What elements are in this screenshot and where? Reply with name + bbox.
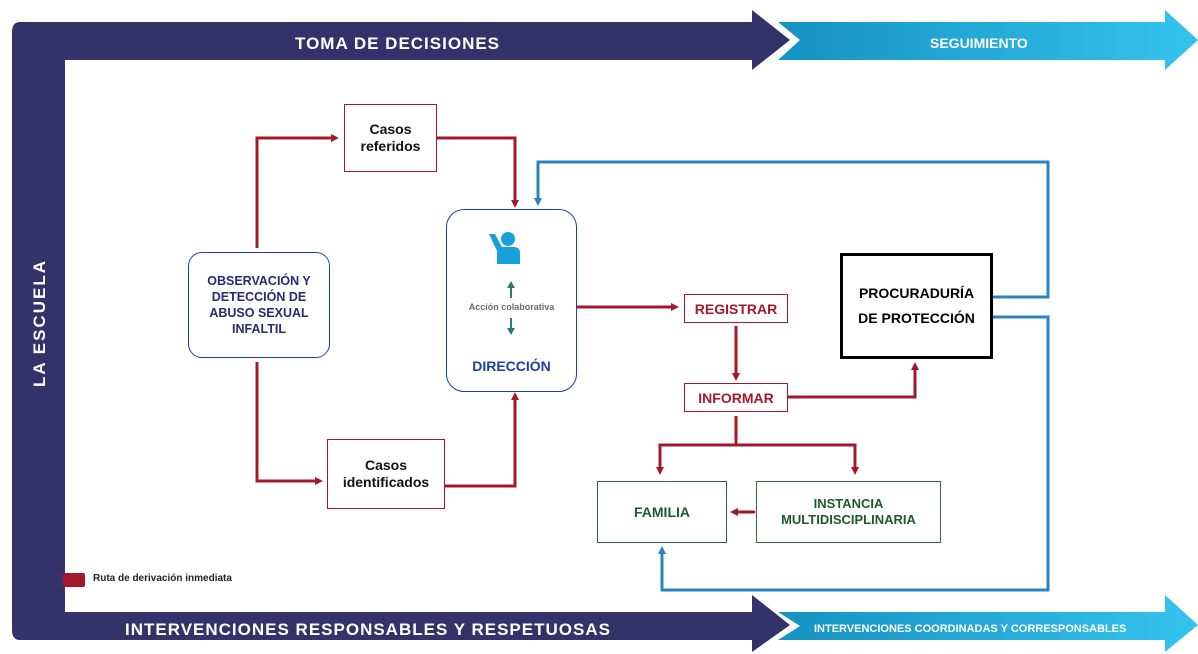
procuraduria-label: PROCURADURÍA DE PROTECCIÓN (858, 285, 975, 326)
instancia-node: INSTANCIA MULTIDISCIPLINARIA (756, 481, 941, 543)
casos-referidos-node: Casos referidos (344, 104, 437, 172)
casos-referidos-label: Casos referidos (360, 121, 421, 154)
observacion-label: OBSERVACIÓN Y DETECCIÓN DE ABUSO SEXUAL … (207, 274, 311, 336)
instancia-label: INSTANCIA MULTIDISCIPLINARIA (781, 496, 916, 527)
direccion-node (446, 209, 577, 392)
registrar-label: REGISTRAR (694, 300, 778, 317)
band-seguimiento: SEGUIMIENTO (930, 35, 1028, 51)
collaboration-arrows (507, 281, 515, 335)
procuraduria-node: PROCURADURÍA DE PROTECCIÓN (840, 253, 993, 359)
observacion-node: OBSERVACIÓN Y DETECCIÓN DE ABUSO SEXUAL … (188, 252, 330, 358)
blue-route-connectors (534, 160, 1050, 592)
informar-label: INFORMAR (698, 389, 774, 406)
direccion-label: DIRECCIÓN (472, 358, 551, 374)
registrar-node: REGISTRAR (684, 294, 788, 323)
casos-identificados-node: Casos identificados (327, 439, 445, 509)
band-toma-de-decisiones: TOMA DE DECISIONES (295, 34, 501, 53)
legend-swatch (63, 573, 85, 587)
legend-label: Ruta de derivación inmediata (93, 573, 232, 584)
accion-colaborativa-label: Acción colaborativa (468, 302, 555, 312)
red-route-connectors (255, 134, 919, 516)
casos-identificados-label: Casos identificados (342, 457, 430, 490)
band-intervenciones-coordinadas: INTERVENCIONES COORDINADAS Y CORRESPONSA… (814, 623, 1127, 635)
informar-node: INFORMAR (684, 383, 788, 412)
band-la-escuela: LA ESCUELA (30, 259, 49, 387)
familia-label: FAMILIA (634, 504, 690, 520)
person-hand-raised-icon (489, 232, 520, 264)
band-intervenciones-responsables: INTERVENCIONES RESPONSABLES Y RESPETUOSA… (125, 620, 611, 639)
familia-node: FAMILIA (597, 481, 727, 543)
bottom-right-band (778, 595, 1198, 652)
top-right-band (778, 10, 1198, 70)
